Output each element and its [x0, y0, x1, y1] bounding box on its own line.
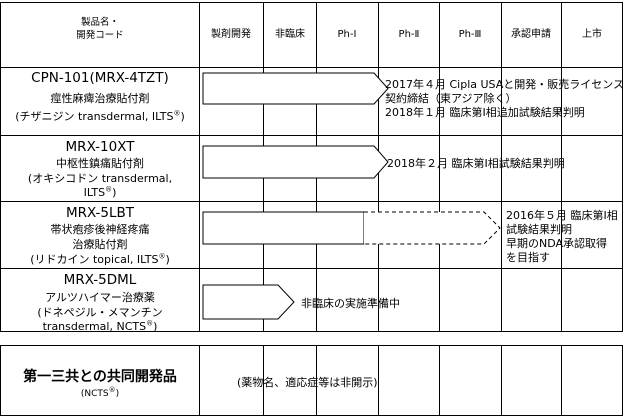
main-table-border: [0, 2, 623, 332]
product-indication: 痙性麻痺治療貼付剤: [50, 92, 150, 105]
product-drug: (ドネペジル・メマンチン: [37, 306, 163, 319]
product-drug: (リドカイン topical, ILTS®): [30, 252, 170, 266]
header-name-line2: 開発コード: [76, 30, 124, 41]
header-phase-formulation: 製剤開発: [211, 29, 251, 40]
product-status-note: 2018年２月 臨床第Ⅰ相試験結果判明: [387, 157, 565, 170]
product-status-note: 2016年５月 臨床第Ⅰ相 試験結果判明 早期のNDA承認取得 を目指す: [506, 209, 618, 264]
product-code: MRX-10XT: [65, 139, 135, 155]
product-drug-cont: ILTS®): [83, 185, 117, 199]
product-indication-cont: 治療貼付剤: [72, 238, 128, 251]
joint-note: (薬物名、適応症等は非開示): [237, 376, 378, 389]
planned-arrow-mrx5lbt: [364, 211, 501, 245]
progress-arrow-mrx5dml: [202, 284, 295, 320]
header-phase-2: Ph-Ⅱ: [398, 29, 420, 40]
product-status-note: 非臨床の実施準備中: [301, 297, 400, 310]
product-code: CPN-101(MRX-4TZT): [31, 70, 169, 86]
joint-title: 第一三共との共同開発品: [23, 369, 177, 385]
product-drug: (オキシコドン transdermal,: [27, 172, 173, 185]
header-phase-1: Ph-Ⅰ: [337, 29, 357, 40]
product-code: MRX-5LBT: [65, 205, 135, 221]
header-product-name: 製品名・ 開発コード: [76, 16, 124, 42]
product-indication: 中枢性鎮痛貼付剤: [56, 157, 144, 170]
progress-arrow-mrx10xt: [202, 145, 389, 179]
progress-arrow-mrx5lbt: [202, 211, 365, 245]
joint-subtitle: (NCTS®): [80, 386, 120, 399]
header-phase-launch: 上市: [582, 29, 602, 40]
header-phase-3: Ph-Ⅲ: [458, 29, 482, 40]
product-status-note: 2017年４月 Cipla USAと開発・販売ライセンス 契約締結（東アジア除く…: [385, 78, 624, 119]
progress-arrow-cpn101: [202, 72, 389, 105]
product-code: MRX-5DML: [63, 272, 137, 288]
header-phase-preclinical: 非臨床: [275, 29, 305, 40]
product-drug: (チザニジン transdermal, ILTS®): [15, 109, 185, 123]
product-indication: アルツハイマー治療薬: [45, 291, 155, 304]
header-phase-approval: 承認申請: [511, 29, 551, 40]
product-drug-cont: transdermal, NCTS®): [42, 319, 158, 333]
product-indication: 帯状疱疹後神経疼痛: [50, 223, 150, 236]
header-name-line1: 製品名・: [80, 17, 120, 28]
